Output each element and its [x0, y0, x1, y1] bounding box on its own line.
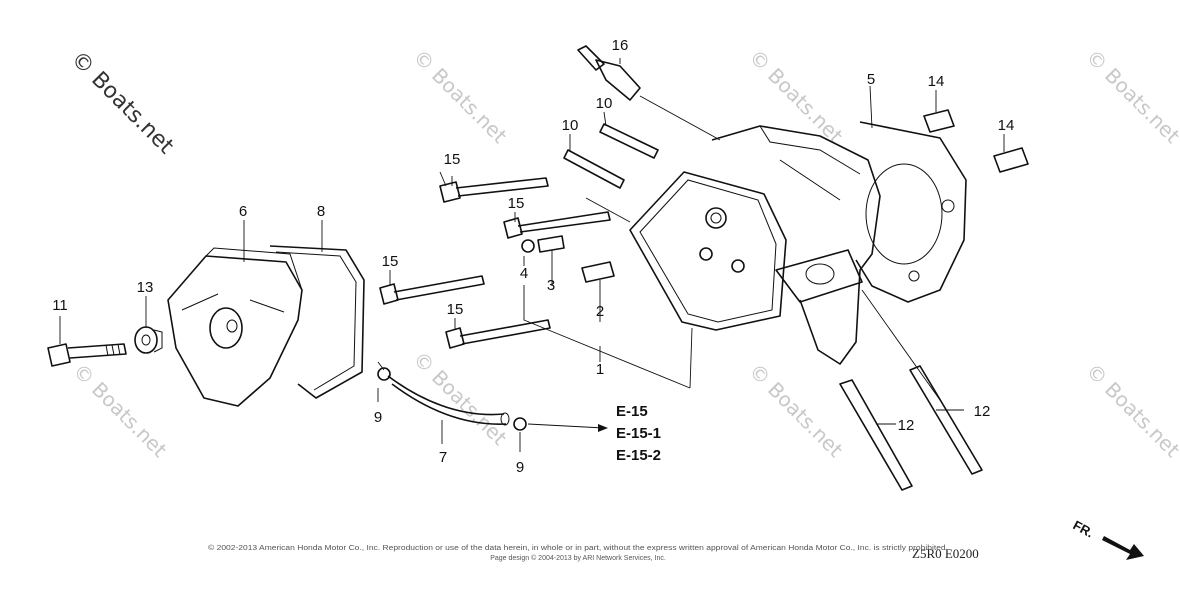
watermark: © Boats.net	[1081, 359, 1180, 462]
watermark: © Boats.net	[68, 359, 171, 462]
footer: © 2002-2013 American Honda Motor Co., In…	[208, 544, 979, 562]
reference-e-15-1[interactable]: E-15-1	[616, 425, 661, 442]
part-6-head-cover	[167, 247, 303, 407]
callout-2: 2	[596, 303, 604, 320]
callout-8: 8	[317, 203, 325, 220]
callout-15b: 15	[508, 195, 525, 212]
watermark: © Boats.net	[1081, 45, 1180, 148]
part-15-bolts	[379, 177, 611, 349]
leader-lines	[59, 58, 1005, 452]
part-11-bolt	[47, 343, 127, 367]
callout-3: 3	[547, 277, 555, 294]
callout-16: 16	[612, 37, 629, 54]
callout-4: 4	[520, 265, 528, 282]
callout-9a: 9	[374, 409, 382, 426]
part-10-studs	[563, 123, 659, 189]
part-8-gasket	[269, 245, 365, 399]
reference-e-15[interactable]: E-15	[616, 403, 648, 420]
callout-14a: 14	[928, 73, 945, 90]
callout-1: 1	[596, 361, 604, 378]
arrow-icon	[1102, 536, 1144, 560]
part-13-washer	[134, 326, 163, 354]
part-14-dowel-pins	[923, 109, 1029, 173]
callout-7: 7	[439, 449, 447, 466]
callout-14b: 14	[998, 117, 1015, 134]
part-5-head-gasket	[855, 121, 967, 303]
callout-10a: 10	[562, 117, 579, 134]
callout-9b: 9	[516, 459, 524, 476]
parts-2-3-4	[521, 235, 615, 283]
part-1-cylinder-head	[629, 125, 881, 365]
callout-11: 11	[52, 297, 68, 314]
front-direction-indicator: FR.	[1071, 517, 1144, 560]
callout-12a: 12	[898, 417, 915, 434]
watermark-primary: © Boats.net	[66, 47, 179, 160]
watermark-group: © Boats.net © Boats.net © Boats.net © Bo…	[66, 45, 1180, 462]
reference-e-15-2[interactable]: E-15-2	[616, 447, 661, 464]
part-16-spark-plug	[577, 45, 641, 101]
reference-labels[interactable]: E-15 E-15-1 E-15-2	[616, 403, 661, 464]
callout-10b: 10	[596, 95, 613, 112]
direction-label: FR.	[1071, 517, 1097, 540]
part-7-breather-tube	[387, 375, 510, 426]
part-9-clips	[377, 367, 527, 431]
diagram-code: Z5R0 E0200	[912, 546, 979, 561]
callout-15d: 15	[447, 301, 464, 318]
watermark: © Boats.net	[408, 45, 511, 148]
copyright-line-2: Page design © 2004-2013 by ARI Network S…	[490, 554, 666, 562]
watermark: © Boats.net	[744, 359, 847, 462]
callout-13: 13	[137, 279, 154, 296]
callout-6: 6	[239, 203, 247, 220]
copyright-line-1: © 2002-2013 American Honda Motor Co., In…	[208, 544, 948, 552]
callout-12b: 12	[974, 403, 991, 420]
callout-15a: 15	[444, 151, 461, 168]
callout-5: 5	[867, 71, 875, 88]
callout-15c: 15	[382, 253, 399, 270]
callout-labels: 1 2 3 4 5 6 7 8 9 9 10 10 11 12 12 13 14…	[52, 37, 1014, 476]
